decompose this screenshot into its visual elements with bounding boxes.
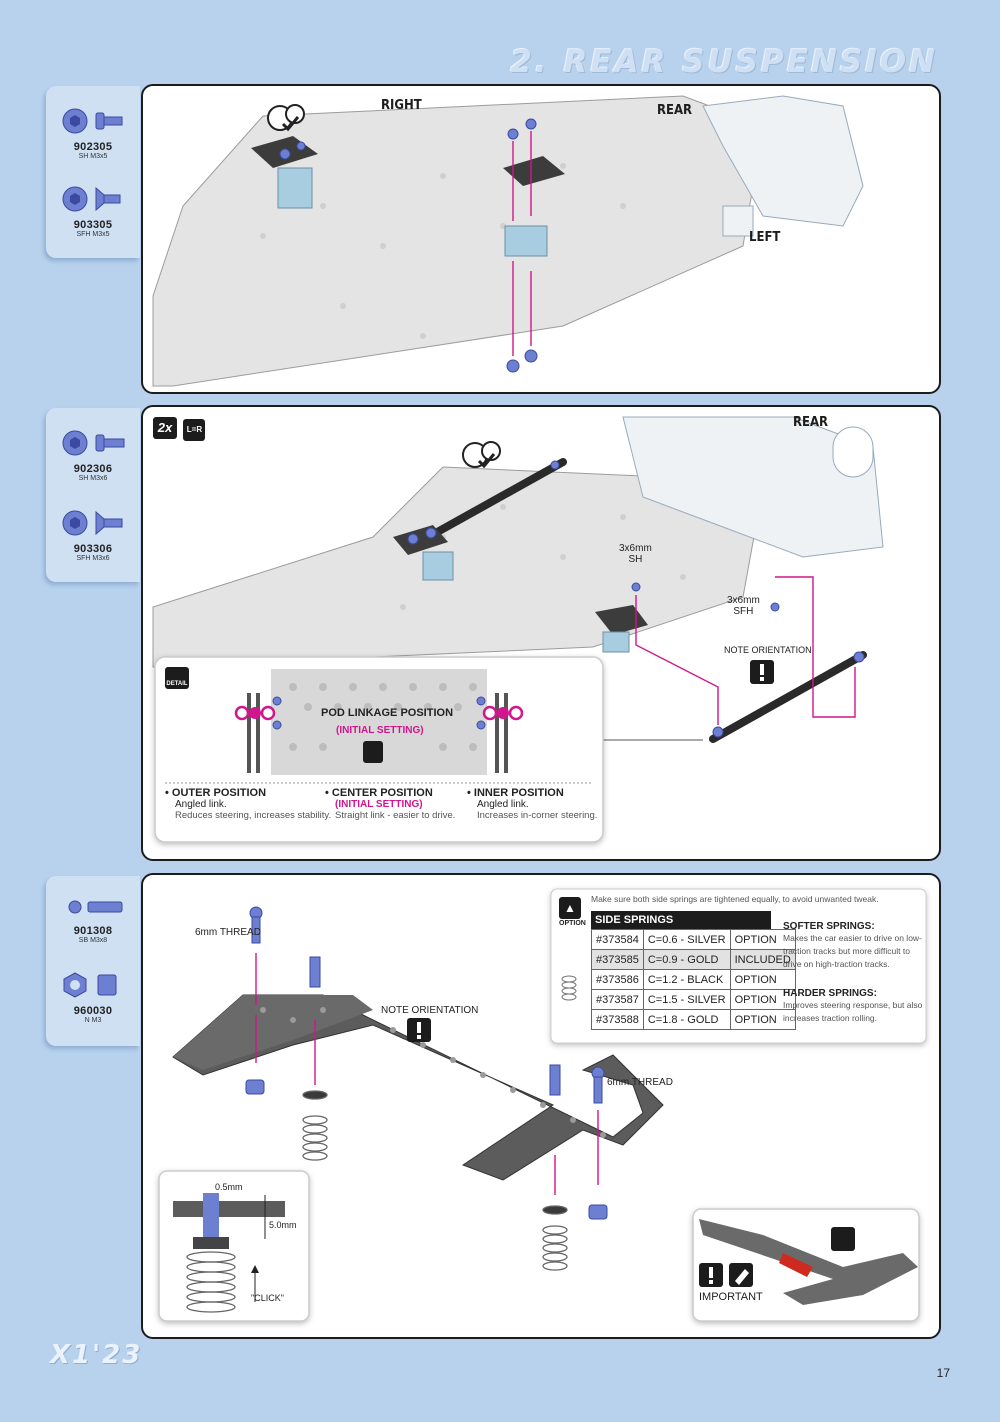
softer-springs-note: SOFTER SPRINGS: Makes the car easier to …: [783, 921, 922, 969]
table-cell: C=1.8 - GOLD: [642, 1009, 731, 1030]
label-rear: REAR: [793, 415, 829, 430]
socket-head-screw-icon: [62, 108, 123, 134]
step-2-illustration: [152, 416, 884, 843]
part-number: 903305: [73, 219, 113, 231]
label-rear: REAR: [657, 103, 693, 118]
table-cell: OPTION: [729, 969, 796, 990]
table-cell: OPTION: [729, 1009, 796, 1030]
table-cell: C=1.5 - SILVER: [642, 989, 731, 1010]
note-orientation-label: NOTE ORIENTATION: [381, 1005, 479, 1016]
part-903305: 903305 SFH M3x5: [46, 184, 140, 238]
part-number: 903306: [73, 543, 113, 555]
dimension-5-0mm: 5.0mm: [269, 1220, 297, 1230]
page-title: 2. REAR SUSPENSION: [510, 44, 938, 80]
left-equals-right-icon: L=R: [183, 419, 206, 441]
table-cell: #373587: [591, 989, 644, 1010]
detail-badge: DETAIL: [165, 667, 189, 690]
step-1-panel: RIGHT REAR LEFT: [141, 84, 941, 394]
part-desc: SB M3x8: [78, 937, 108, 944]
part-903306: 903306 SFH M3x6: [46, 508, 140, 562]
table-cell: #373586: [591, 969, 644, 990]
tighten-check-icon: [267, 104, 305, 132]
pivot-mount-right: [503, 118, 565, 373]
flat-head-screw-icon: [62, 510, 123, 536]
outer-position-note: • OUTER POSITION Angled link. Reduces st…: [165, 787, 332, 821]
table-title: SIDE SPRINGS: [591, 911, 771, 929]
note-orientation-label: NOTE ORIENTATION: [724, 645, 812, 655]
table-cell: OPTION: [729, 989, 796, 1010]
brand-logo: X1'23: [50, 1340, 143, 1370]
pod-linkage-sub: (INITIAL SETTING): [336, 725, 424, 736]
part-901308: 901308 SB M3x8: [46, 894, 140, 944]
parts-bag-step-1: 902305 SH M3x5 903305 SFH M3x5: [46, 86, 140, 258]
set-screw-icon: [68, 900, 123, 914]
step-1-illustration: [152, 95, 864, 387]
important-label: IMPORTANT: [699, 1291, 763, 1303]
label-right: RIGHT: [381, 98, 422, 113]
center-position-note: • CENTER POSITION (INITIAL SETTING) Stra…: [325, 787, 456, 821]
part-desc: SFH M3x5: [76, 231, 110, 238]
part-number: 902306: [73, 463, 113, 475]
part-desc: SH M3x5: [78, 153, 108, 160]
page-number: 17: [936, 1366, 950, 1380]
pivot-mount-left: [251, 136, 318, 209]
thread-label-left: 6mm THREAD: [195, 927, 261, 938]
option-note: Make sure both side springs are tightene…: [591, 894, 879, 904]
repeat-2x-badge: 2x L=R: [153, 417, 206, 441]
part-960030: 960030 N M3: [46, 970, 140, 1024]
table-cell: #373585: [591, 949, 644, 970]
harder-springs-note: HARDER SPRINGS: Improves steering respon…: [783, 988, 923, 1023]
socket-head-screw-icon: [62, 430, 125, 456]
part-902305: 902305 SH M3x5: [46, 106, 140, 160]
part-desc: SH M3x6: [78, 475, 108, 482]
pod-linkage-title: POD LINKAGE POSITION: [321, 707, 454, 719]
label-left: LEFT: [749, 230, 781, 245]
pod-link-right: [476, 693, 524, 773]
part-desc: N M3: [84, 1017, 102, 1024]
flat-head-screw-icon: [62, 186, 121, 212]
inner-position-note: • INNER POSITION Angled link. Increases …: [467, 787, 598, 821]
part-number: 960030: [73, 1005, 113, 1017]
table-cell: C=1.2 - BLACK: [642, 969, 731, 990]
parts-bag-step-2: 902306 SH M3x6 903306 SFH M3x6: [46, 408, 140, 582]
option-icon: ▲ OPTION: [559, 897, 586, 927]
dimension-0-5mm: 0.5mm: [215, 1182, 243, 1192]
step-3-panel: 6mm THREAD 6mm THREAD NOTE ORIENTATION 0…: [141, 873, 941, 1339]
table-cell: #373588: [591, 1009, 644, 1030]
part-desc: SFH M3x6: [76, 555, 110, 562]
table-cell: C=0.9 - GOLD: [642, 949, 731, 970]
table-cell: #373584: [591, 929, 644, 950]
table-cell: C=0.6 - SILVER: [642, 929, 731, 950]
part-number: 902305: [73, 141, 113, 153]
thread-label-right: 6mm THREAD: [607, 1077, 673, 1088]
thumbs-up-icon: ▲: [559, 897, 581, 919]
parts-bag-step-3: 901308 SB M3x8 960030 N M3: [46, 876, 140, 1046]
click-label: "CLICK": [251, 1293, 284, 1303]
part-number: 901308: [73, 925, 113, 937]
nut-icon: [63, 972, 117, 998]
pod-link-left: [234, 693, 282, 773]
part-902306: 902306 SH M3x6: [46, 428, 140, 482]
